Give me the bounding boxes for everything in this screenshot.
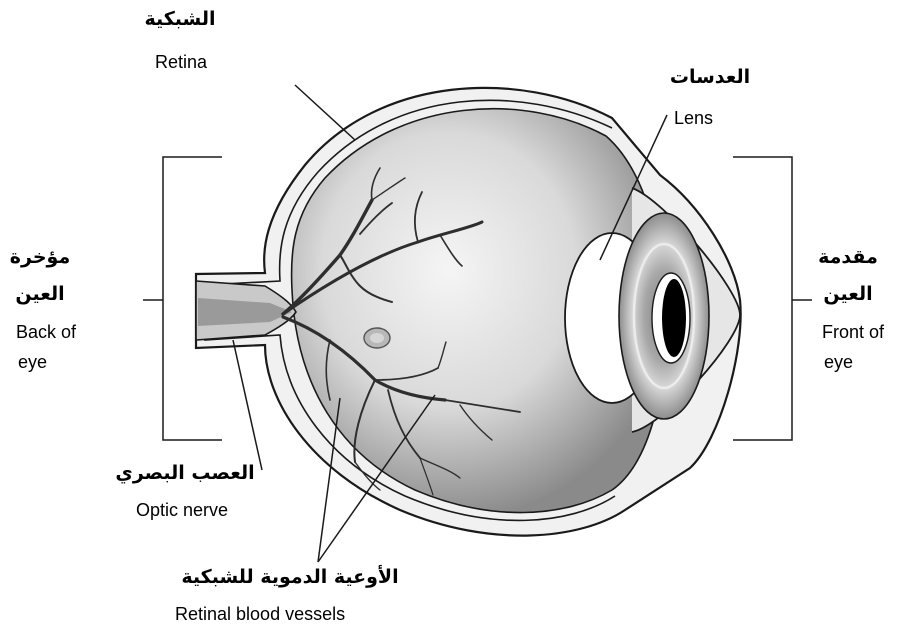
vessels-label-en: Retinal blood vessels — [175, 604, 345, 625]
back-label-en-1: Back of — [16, 322, 76, 343]
back-label-ar-2: العين — [0, 283, 80, 305]
optic-nerve-label-en: Optic nerve — [136, 500, 228, 521]
vessels-label-ar: الأوعية الدموية للشبكية — [160, 566, 420, 588]
front-label-en-1: Front of — [822, 322, 884, 343]
retina-label-ar: الشبكية — [120, 8, 240, 30]
optic-nerve-leader — [233, 340, 262, 470]
lens-label-en: Lens — [674, 108, 713, 129]
retina-label-en: Retina — [155, 52, 207, 73]
front-label-ar-1: مقدمة — [808, 246, 888, 268]
front-of-eye-bracket — [733, 157, 812, 440]
front-label-en-2: eye — [824, 352, 853, 373]
back-label-ar-1: مؤخرة — [0, 246, 80, 268]
back-label-en-2: eye — [18, 352, 47, 373]
lens-label-ar: العدسات — [645, 66, 775, 88]
retina-leader — [295, 85, 355, 140]
front-label-ar-2: العين — [808, 283, 888, 305]
optic-nerve-label-ar: العصب البصري — [105, 462, 265, 484]
